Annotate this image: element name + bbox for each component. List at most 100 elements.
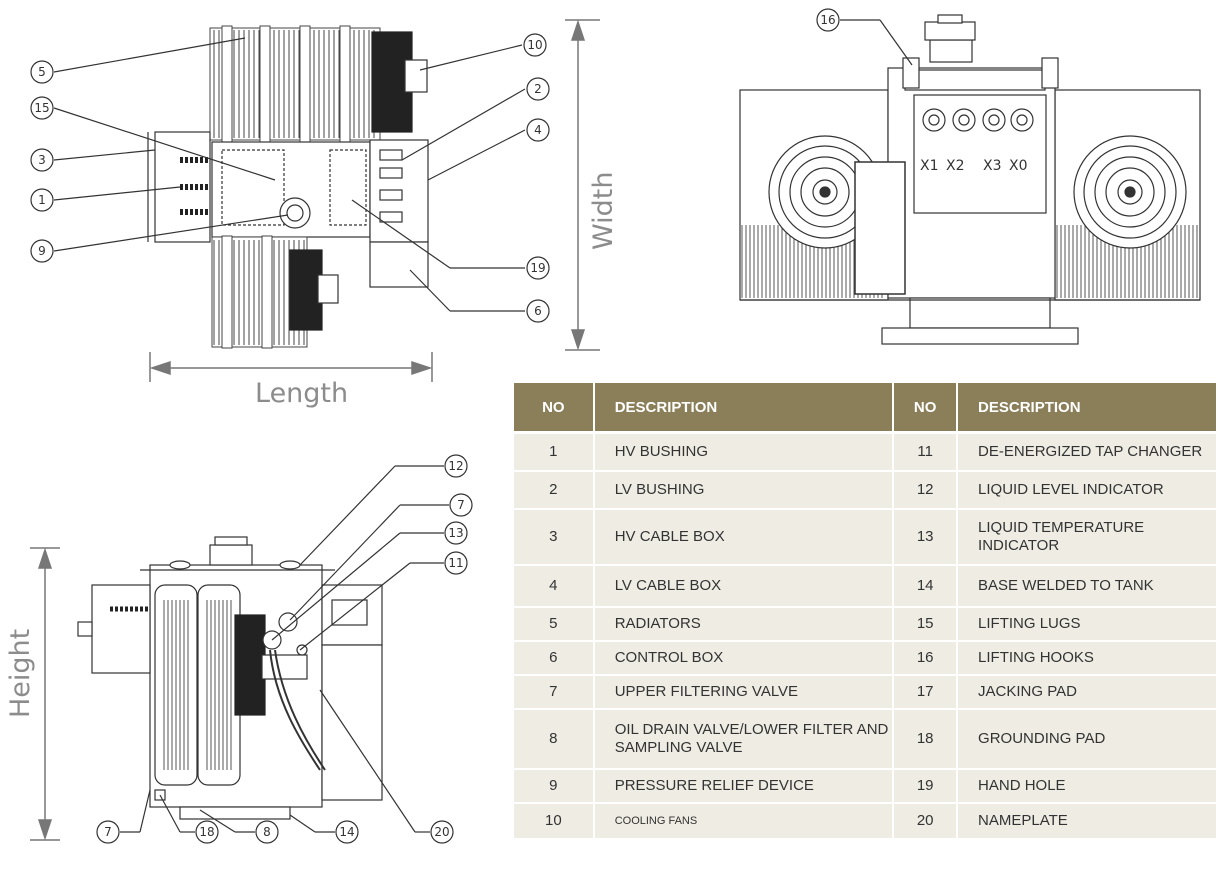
callout-4: 4 [526, 118, 550, 142]
part-description: LIFTING HOOKS [957, 640, 1218, 676]
svg-text:20: 20 [434, 825, 449, 839]
part-number: 11 [893, 432, 959, 472]
top-view-hv-bushings [180, 157, 210, 215]
height-label: Height [5, 628, 36, 718]
svg-text:3: 3 [38, 153, 46, 167]
svg-text:8: 8 [263, 825, 271, 839]
header-no-2: NO [893, 383, 959, 434]
part-number: 12 [893, 470, 959, 510]
front-view-callouts [120, 465, 449, 833]
side-view-base [909, 297, 1051, 329]
part-description: LV CABLE BOX [593, 564, 895, 608]
callout-8: 8 [255, 820, 279, 844]
svg-text:7: 7 [104, 825, 112, 839]
callout-16: 16 [816, 8, 840, 32]
svg-text:9: 9 [38, 244, 46, 258]
length-dimension-arrow [149, 352, 433, 382]
svg-text:19: 19 [530, 261, 545, 275]
top-view-control-box [369, 241, 429, 288]
part-description: NAMEPLATE [957, 802, 1218, 840]
part-description: LIFTING LUGS [957, 606, 1218, 642]
table-row: 1 HV BUSHING 11 DE-ENERGIZED TAP CHANGER [514, 432, 1218, 472]
top-view-pressure-relief-device [279, 197, 311, 229]
front-view-fan [234, 614, 266, 716]
table-row: 9 PRESSURE RELIEF DEVICE 19 HAND HOLE [514, 768, 1218, 804]
part-number: 8 [514, 708, 595, 770]
part-description: PRESSURE RELIEF DEVICE [593, 768, 895, 804]
top-view-upper-radiators [209, 25, 381, 143]
callout-5: 5 [30, 60, 54, 84]
part-description: LIQUID TEMPERATURE INDICATOR [957, 508, 1218, 566]
part-description: CONTROL BOX [593, 640, 895, 676]
part-number: 16 [893, 640, 959, 676]
part-number: 3 [514, 508, 595, 566]
callout-3: 3 [30, 148, 54, 172]
part-description: DE-ENERGIZED TAP CHANGER [957, 432, 1218, 472]
part-number: 2 [514, 470, 595, 510]
part-number: 6 [514, 640, 595, 676]
top-view-lv-bushings [379, 149, 403, 223]
callout-12: 12 [444, 454, 468, 478]
part-number: 17 [893, 674, 959, 710]
part-number: 1 [514, 432, 595, 472]
side-view-drawing [739, 14, 1201, 345]
top-view-lower-fan [289, 249, 339, 331]
callout-9: 9 [30, 239, 54, 263]
parts-table-container: NO DESCRIPTION NO DESCRIPTION 1 HV BUSHI… [514, 383, 1218, 893]
callout-1: 1 [30, 188, 54, 212]
svg-text:18: 18 [199, 825, 214, 839]
table-row: 3 HV CABLE BOX 13 LIQUID TEMPERATURE IND… [514, 508, 1218, 566]
side-view-lifting-hook-left [902, 57, 920, 89]
height-dimension-arrow [30, 547, 60, 841]
header-description-1: DESCRIPTION [593, 383, 895, 434]
part-description: LIQUID LEVEL INDICATOR [957, 470, 1218, 510]
table-row: 8 OIL DRAIN VALVE/LOWER FILTER AND SAMPL… [514, 708, 1218, 770]
svg-text:10: 10 [527, 38, 542, 52]
part-number: 19 [893, 768, 959, 804]
header-description-2: DESCRIPTION [957, 383, 1218, 434]
front-view-base [179, 806, 291, 820]
parts-table-header: NO DESCRIPTION NO DESCRIPTION [514, 383, 1218, 434]
front-view-hv-cable-box [91, 584, 151, 674]
side-view-left-fan [768, 135, 882, 249]
table-row: 6 CONTROL BOX 16 LIFTING HOOKS [514, 640, 1218, 676]
svg-text:5: 5 [38, 65, 46, 79]
length-label: Length [255, 378, 349, 409]
top-view-callouts [53, 37, 526, 312]
part-number: 9 [514, 768, 595, 804]
terminal-label-x0: X0 [1009, 158, 1028, 174]
side-view-lifting-hook-right [1041, 57, 1059, 89]
front-view-radiators [154, 584, 241, 786]
header-no-1: NO [514, 383, 595, 434]
part-number: 20 [893, 802, 959, 840]
side-view-lv-bushings [922, 108, 1034, 132]
part-number: 13 [893, 508, 959, 566]
part-description: COOLING FANS [593, 802, 895, 840]
svg-text:7: 7 [457, 498, 465, 512]
side-view-lv-box [913, 94, 1047, 214]
terminal-label-x2: X2 [946, 158, 965, 174]
callout-13: 13 [444, 521, 468, 545]
table-row: 4 LV CABLE BOX 14 BASE WELDED TO TANK [514, 564, 1218, 608]
svg-text:2: 2 [534, 82, 542, 96]
part-description: BASE WELDED TO TANK [957, 564, 1218, 608]
svg-text:14: 14 [339, 825, 354, 839]
width-dimension-arrow [565, 19, 600, 351]
callout-7: 7 [96, 820, 120, 844]
callout-10: 10 [523, 33, 547, 57]
part-number: 10 [514, 802, 595, 840]
callout-20: 20 [430, 820, 454, 844]
part-number: 4 [514, 564, 595, 608]
part-number: 7 [514, 674, 595, 710]
svg-text:11: 11 [448, 556, 463, 570]
part-description: GROUNDING PAD [957, 708, 1218, 770]
part-description: UPPER FILTERING VALVE [593, 674, 895, 710]
parts-table: NO DESCRIPTION NO DESCRIPTION 1 HV BUSHI… [514, 383, 1218, 840]
terminal-labels: X1 X2 X3 X0 [920, 158, 1028, 174]
top-view-drawing [147, 19, 600, 382]
part-number: 14 [893, 564, 959, 608]
part-description: HAND HOLE [957, 768, 1218, 804]
part-number: 15 [893, 606, 959, 642]
